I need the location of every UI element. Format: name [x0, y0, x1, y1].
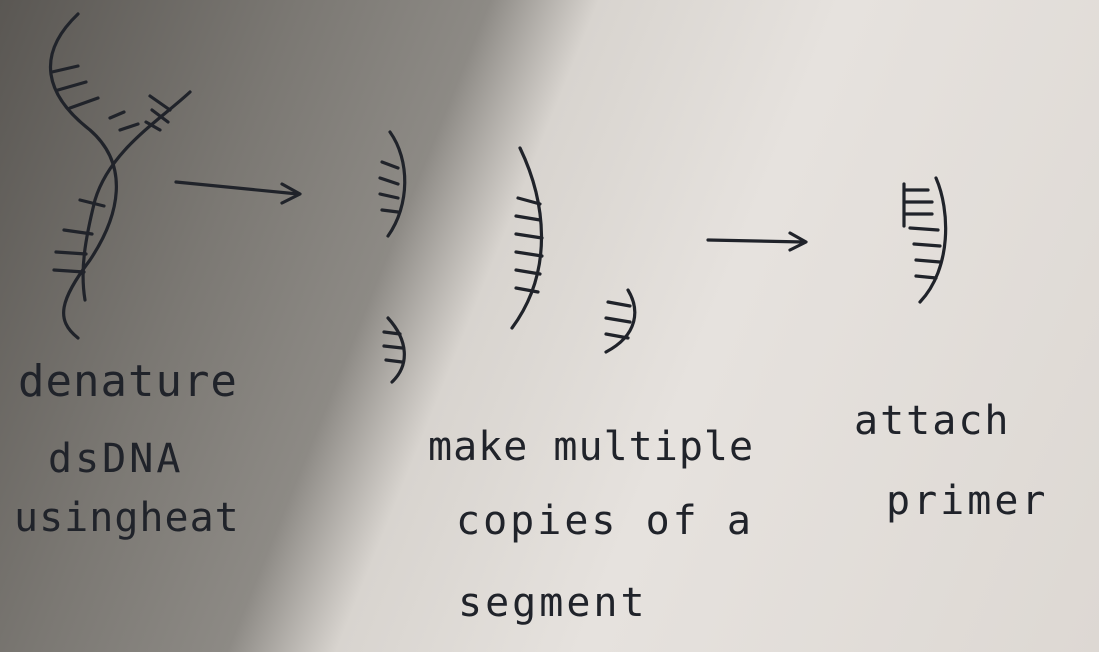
- single-strand-2: [382, 316, 406, 384]
- label-primer-line1: attach: [854, 398, 1011, 444]
- arrow-right-1: [174, 180, 302, 205]
- label-denature-line2: dsDNA: [48, 436, 184, 482]
- label-denature-line3: usingheat: [14, 495, 240, 541]
- label-copies-line1: make multiple: [428, 424, 755, 470]
- primer-strand: [902, 176, 948, 304]
- base-pair-rungs: [50, 64, 172, 274]
- dsdna-helix: [48, 12, 192, 340]
- label-denature-line1: denature: [18, 356, 238, 407]
- label-copies-line2: copies of a: [456, 498, 754, 544]
- copy-strand-short: [604, 288, 637, 354]
- label-copies-line3: segment: [458, 580, 648, 626]
- helix-strand-1: [48, 12, 118, 340]
- single-strand-1: [378, 130, 407, 238]
- copy-strand-long: [510, 146, 544, 330]
- label-primer-line2: primer: [886, 478, 1049, 524]
- arrow-right-2: [706, 231, 808, 252]
